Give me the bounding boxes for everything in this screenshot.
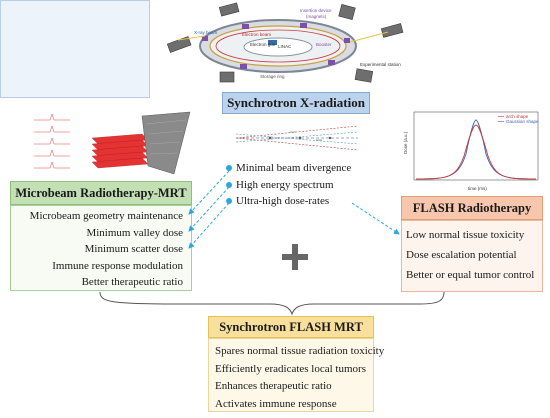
mrt-item: Minimum valley dose	[86, 226, 183, 239]
bullet-icon	[226, 198, 232, 204]
curly-brace	[99, 291, 445, 316]
label-linac: LINAC	[278, 44, 292, 49]
label-experimental-station: Experimental station	[360, 62, 401, 67]
plot-ylabel: Dose (a.u.)	[403, 131, 408, 154]
feature-item: High energy spectrum	[226, 177, 351, 194]
flash-mrt-item: Efficiently eradicates local tumors	[215, 362, 366, 375]
flash-list: Low normal tissue toxicity Dose escalati…	[401, 220, 543, 292]
plot-xlabel: time (ms)	[468, 186, 487, 191]
mrt-item: Better therapeutic ratio	[81, 276, 183, 288]
mrt-list: Microbeam geometry maintenance Minimum v…	[10, 205, 192, 291]
arrow-to-mrt-2	[188, 186, 230, 232]
mrt-item: Immune response modulation	[52, 259, 183, 272]
microbeam-illustration	[34, 111, 191, 175]
arrow-to-flash	[351, 202, 400, 235]
arrow-to-mrt-3	[188, 202, 230, 249]
flash-item: Low normal tissue toxicity	[406, 229, 525, 241]
mrt-item: Microbeam geometry maintenance	[29, 210, 183, 222]
flash-title: FLASH Radiotherapy	[401, 196, 543, 220]
beamline-blocks	[166, 2, 404, 83]
magnets	[202, 23, 350, 69]
synchrotron-flash-mrt-list: Spares normal tissue radiation toxicity …	[208, 338, 385, 412]
flash-mrt-item: Spares normal tissue radiation toxicity	[215, 345, 385, 357]
arch-curve	[415, 124, 537, 180]
flash-mrt-item: Enhances therapeutic ratio	[215, 380, 332, 392]
synchrotron-flash-mrt-title: Synchrotron FLASH MRT	[208, 316, 374, 338]
mrt-item: Minimum scatter dose	[84, 243, 183, 255]
arrow-to-mrt-1	[188, 170, 230, 215]
feature-item: Minimal beam divergence	[226, 160, 351, 177]
feature-label: Minimal beam divergence	[236, 162, 352, 174]
synchrotron-feature-list: Minimal beam divergence High energy spec…	[226, 160, 351, 210]
feature-item: Ultra-high dose-rates	[226, 193, 351, 210]
label-electron-gun: Electron gun	[250, 42, 276, 47]
plot-legend-arch: arch shape	[506, 114, 529, 119]
synchrotron-panel	[0, 0, 150, 98]
feature-label: High energy spectrum	[236, 178, 334, 191]
label-storage-ring: Storage ring	[260, 74, 285, 79]
synchrotron-ring-illustration: X-ray beam Insertion device (magnets) El…	[166, 2, 404, 83]
plus-icon	[282, 244, 308, 270]
flash-mrt-item: Activates immune response	[215, 397, 337, 410]
bullet-icon	[226, 165, 232, 171]
plot-legend-gaussian: Gaussian shape	[506, 119, 539, 124]
synchrotron-title: Synchrotron X-radiation	[222, 92, 370, 114]
beam-divergence-diagram	[235, 125, 359, 151]
flash-item: Better or equal tumor control	[406, 269, 535, 281]
gaussian-curve	[415, 119, 537, 180]
label-magnets: (magnets)	[306, 14, 327, 19]
label-electron-beam: Electron beam	[242, 32, 271, 37]
label-booster: Booster	[316, 42, 332, 47]
bullet-icon	[226, 181, 232, 188]
feature-label: Ultra-high dose-rates	[236, 195, 330, 207]
flash-item: Dose escalation potential	[406, 249, 517, 261]
mrt-title: Microbeam Radiotherapy-MRT	[10, 181, 192, 205]
label-insertion-device: Insertion device	[300, 8, 332, 13]
label-xray-beam: X-ray beam	[194, 30, 218, 35]
flash-dose-plot: Dose (a.u.) time (ms) arch shape Gaussia…	[403, 111, 539, 191]
